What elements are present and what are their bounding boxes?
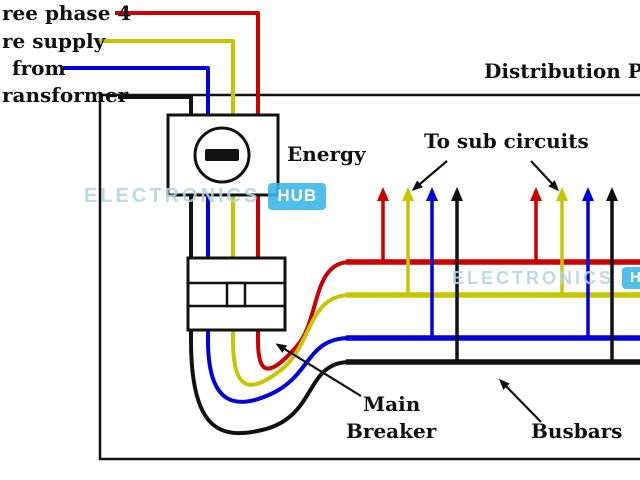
supply-label-line1: ree phase 4 xyxy=(2,1,132,25)
watermark-hub-badge: HUB xyxy=(268,183,327,210)
subcircuits-label: To sub circuits xyxy=(424,129,589,153)
phase-red-wire xyxy=(115,11,351,371)
watermark-hub-badge: HUB xyxy=(622,267,640,289)
supply-label-line3: from xyxy=(12,56,66,80)
phase-yellow-wire xyxy=(98,39,351,387)
main-breaker-pointer xyxy=(275,343,362,397)
watermark-brand-text: ELECTRONICS xyxy=(84,185,261,207)
watermark-brand-text: ELECTRONICS xyxy=(452,267,615,288)
watermark-2: ELECTRONICS HUB xyxy=(452,267,640,289)
subcircuits-pointer-right xyxy=(530,160,560,192)
panel-title: Distribution Pa xyxy=(484,59,640,83)
phase-blue-wire xyxy=(62,66,351,404)
neutral-black-wire xyxy=(118,95,351,435)
main-breaker-label-line2: Breaker xyxy=(346,419,437,443)
busbars-pointer xyxy=(498,378,542,423)
energy-meter-label: Energy xyxy=(287,142,366,166)
panel-enclosure-border xyxy=(98,93,640,461)
energy-meter-display-slot xyxy=(205,149,239,161)
busbars-label: Busbars xyxy=(531,419,623,443)
supply-label-line2: re supply xyxy=(2,29,106,53)
supply-label-line4: ransformer xyxy=(2,83,129,107)
breaker-toggle xyxy=(225,281,247,308)
subcircuits-pointer-left xyxy=(411,160,448,191)
watermark-1: ELECTRONICS HUB xyxy=(84,183,327,210)
main-breaker-label-line1: Main xyxy=(363,392,421,416)
